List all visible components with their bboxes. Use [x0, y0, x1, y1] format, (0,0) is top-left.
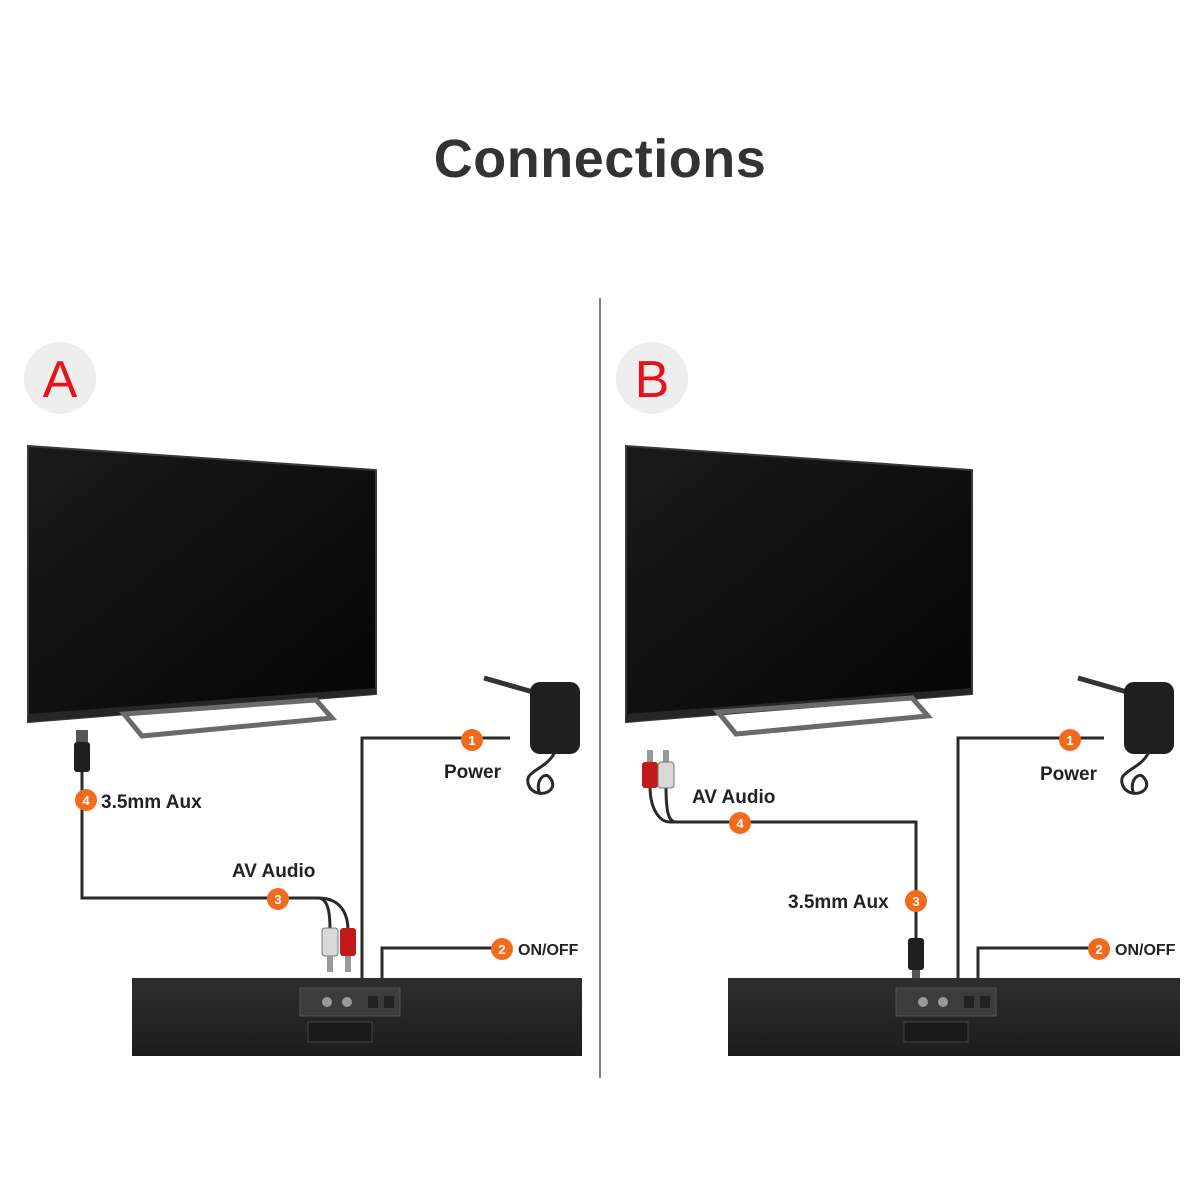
rca-white-b: [657, 761, 675, 789]
aux-jack-a: [74, 730, 90, 772]
connection-1-b-number: 1: [1066, 733, 1073, 748]
av-split-a-white: [317, 896, 332, 931]
av-split-b-white: [664, 785, 677, 824]
rca-red-b: [642, 762, 658, 788]
tv-b-screen: [625, 444, 973, 724]
soundbar-b-label-plate: [903, 1021, 969, 1043]
tv-a-bezel-bottom: [28, 688, 376, 722]
panel-a-letter: A: [43, 351, 78, 409]
rca-red-a: [340, 928, 356, 956]
connection-2-b-label: ON/OFF: [1115, 942, 1176, 959]
power-cable-a: [360, 736, 510, 980]
connection-1-a-label: Power: [444, 762, 502, 783]
panel-a-letter-badge: [24, 342, 96, 414]
connection-4-a-label: 3.5mm Aux: [101, 792, 202, 813]
connection-1-a-number: 1: [468, 733, 475, 748]
onoff-cable-b: [976, 946, 1094, 980]
connection-1-b: 1 Power: [1040, 729, 1098, 785]
connection-4-a-number: 4: [82, 793, 90, 808]
connection-4-b-label: AV Audio: [692, 787, 775, 808]
tv-b-stand: [713, 695, 934, 737]
power-adapter-a: [483, 675, 580, 795]
connection-2-a: 2 ON/OFF: [491, 938, 579, 960]
connection-3-b: 3 3.5mm Aux: [788, 890, 927, 913]
av-split-a-red: [317, 896, 350, 931]
tv-a-stand: [119, 697, 338, 739]
connection-3-b-number: 3: [912, 894, 919, 909]
onoff-cable-a: [380, 946, 498, 980]
connection-3-a-number: 3: [274, 892, 281, 907]
rca-white-a: [321, 927, 339, 957]
power-adapter-a-body: [530, 682, 580, 754]
connection-4-b-number: 4: [736, 816, 744, 831]
tv-b: [625, 444, 973, 737]
panel-b: B: [616, 342, 1180, 1056]
panel-a: A: [24, 342, 582, 1056]
soundbar-b: [728, 978, 1180, 1056]
power-adapter-a-cord: [526, 751, 557, 795]
connection-4-a: 4 3.5mm Aux: [75, 789, 202, 813]
connection-1-b-label: Power: [1040, 764, 1098, 785]
connection-2-b: 2 ON/OFF: [1088, 938, 1176, 960]
cables-b: [648, 736, 1104, 980]
connection-3-b-label: 3.5mm Aux: [788, 892, 889, 913]
page-title: Connections: [433, 129, 767, 189]
connection-3-a: 3 AV Audio: [232, 861, 315, 910]
aux-jack-b: [908, 938, 924, 982]
connection-3-a-label: AV Audio: [232, 861, 315, 882]
connection-2-a-number: 2: [498, 942, 505, 957]
power-cable-b: [956, 736, 1104, 980]
rca-plugs-b: [642, 750, 675, 789]
soundbar-a-label-plate: [307, 1021, 373, 1043]
connection-4-b: 4 AV Audio: [692, 787, 775, 834]
panel-b-letter-badge: [616, 342, 688, 414]
panel-b-letter: B: [635, 351, 670, 409]
connection-1-a: 1 Power: [444, 729, 502, 783]
rca-plugs-a: [321, 927, 356, 972]
connection-2-b-number: 2: [1095, 942, 1102, 957]
power-adapter-b-body: [1124, 682, 1174, 754]
connection-2-a-label: ON/OFF: [518, 942, 579, 959]
power-adapter-b: [1077, 675, 1174, 795]
soundbar-a: [132, 978, 582, 1056]
tv-a-screen: [27, 444, 377, 724]
tv-a: [27, 444, 377, 739]
av-split-b-red: [648, 785, 671, 824]
aux-cable-b: [670, 820, 918, 940]
power-adapter-b-cord: [1120, 751, 1151, 795]
